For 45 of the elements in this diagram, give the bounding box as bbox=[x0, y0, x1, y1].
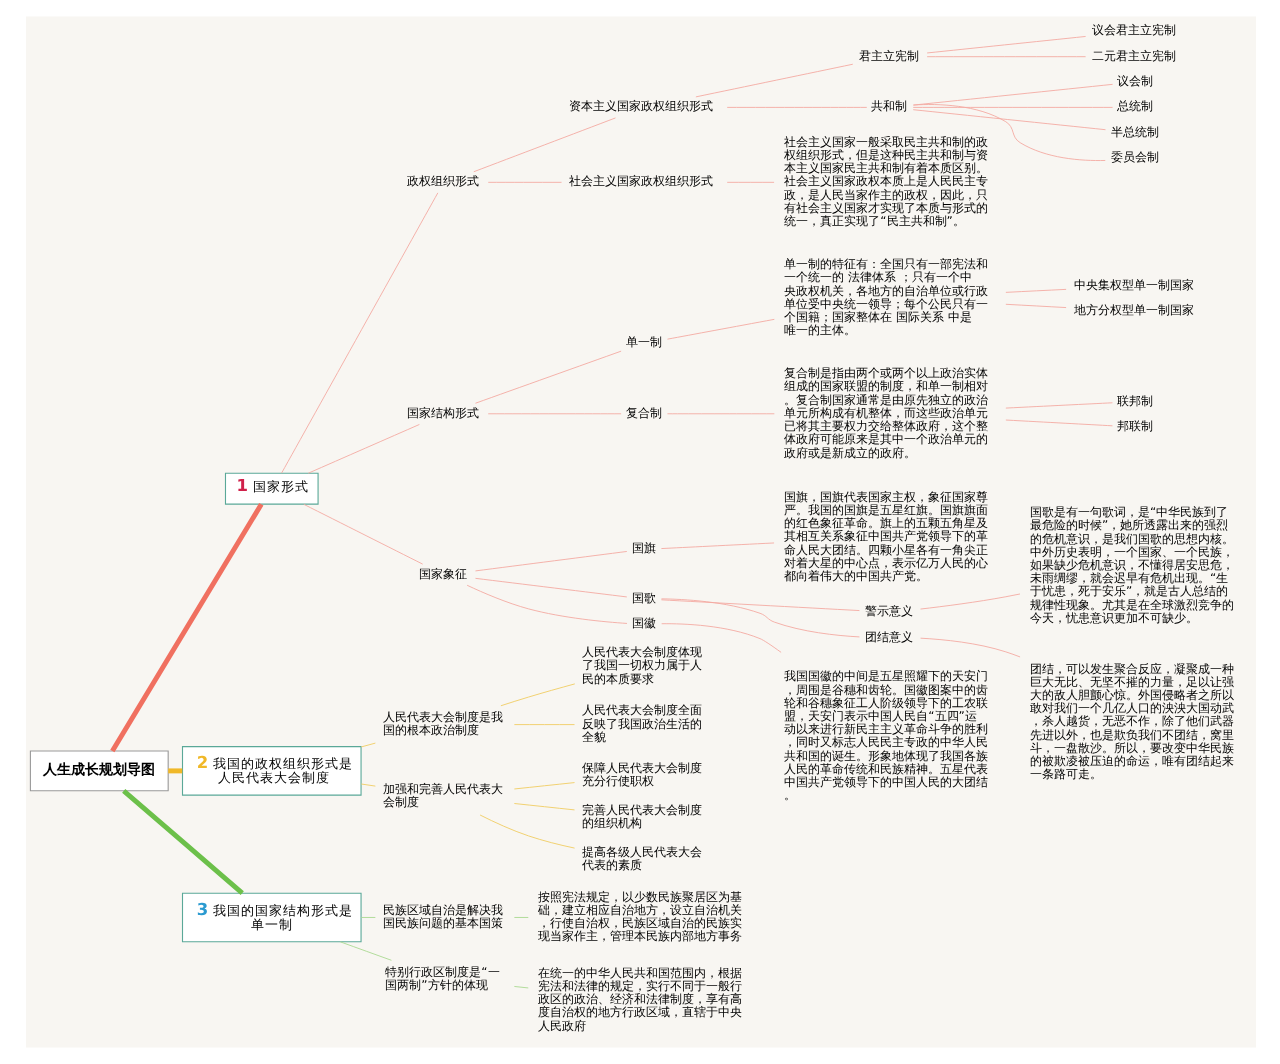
connector bbox=[911, 109, 1105, 131]
connector bbox=[465, 584, 627, 624]
connector bbox=[109, 503, 263, 753]
connector bbox=[474, 577, 627, 598]
connector bbox=[306, 424, 419, 474]
connector bbox=[694, 63, 853, 98]
connector bbox=[486, 413, 621, 415]
connector bbox=[512, 986, 528, 989]
connector bbox=[512, 724, 574, 726]
connector bbox=[911, 106, 1113, 108]
connector bbox=[725, 106, 867, 108]
connector bbox=[660, 623, 781, 653]
connector bbox=[512, 803, 574, 811]
connector bbox=[167, 768, 182, 774]
connector bbox=[474, 551, 627, 572]
connector bbox=[1004, 303, 1066, 308]
connector bbox=[919, 637, 1020, 658]
connector bbox=[478, 814, 575, 849]
connector bbox=[725, 181, 774, 183]
connector bbox=[1004, 288, 1066, 293]
connector bbox=[659, 599, 859, 611]
connector bbox=[499, 683, 575, 707]
connector bbox=[912, 104, 1105, 161]
connector bbox=[925, 56, 1086, 58]
connector bbox=[359, 917, 375, 918]
connector bbox=[338, 941, 391, 961]
connector bbox=[302, 503, 423, 565]
connector bbox=[1004, 419, 1112, 427]
connector bbox=[474, 350, 621, 404]
connector bbox=[666, 318, 774, 340]
connector bbox=[925, 36, 1086, 54]
connector bbox=[659, 542, 774, 549]
connector bbox=[512, 917, 528, 918]
connector bbox=[472, 117, 615, 173]
connector bbox=[911, 83, 1113, 106]
connector bbox=[121, 789, 243, 895]
connector bbox=[280, 192, 438, 474]
connector bbox=[359, 783, 375, 787]
connector bbox=[919, 593, 1020, 610]
connector bbox=[666, 413, 774, 415]
connector bbox=[359, 742, 375, 748]
connector bbox=[486, 181, 561, 183]
connector bbox=[512, 782, 574, 790]
connector bbox=[1004, 402, 1112, 409]
connector bbox=[660, 598, 859, 638]
